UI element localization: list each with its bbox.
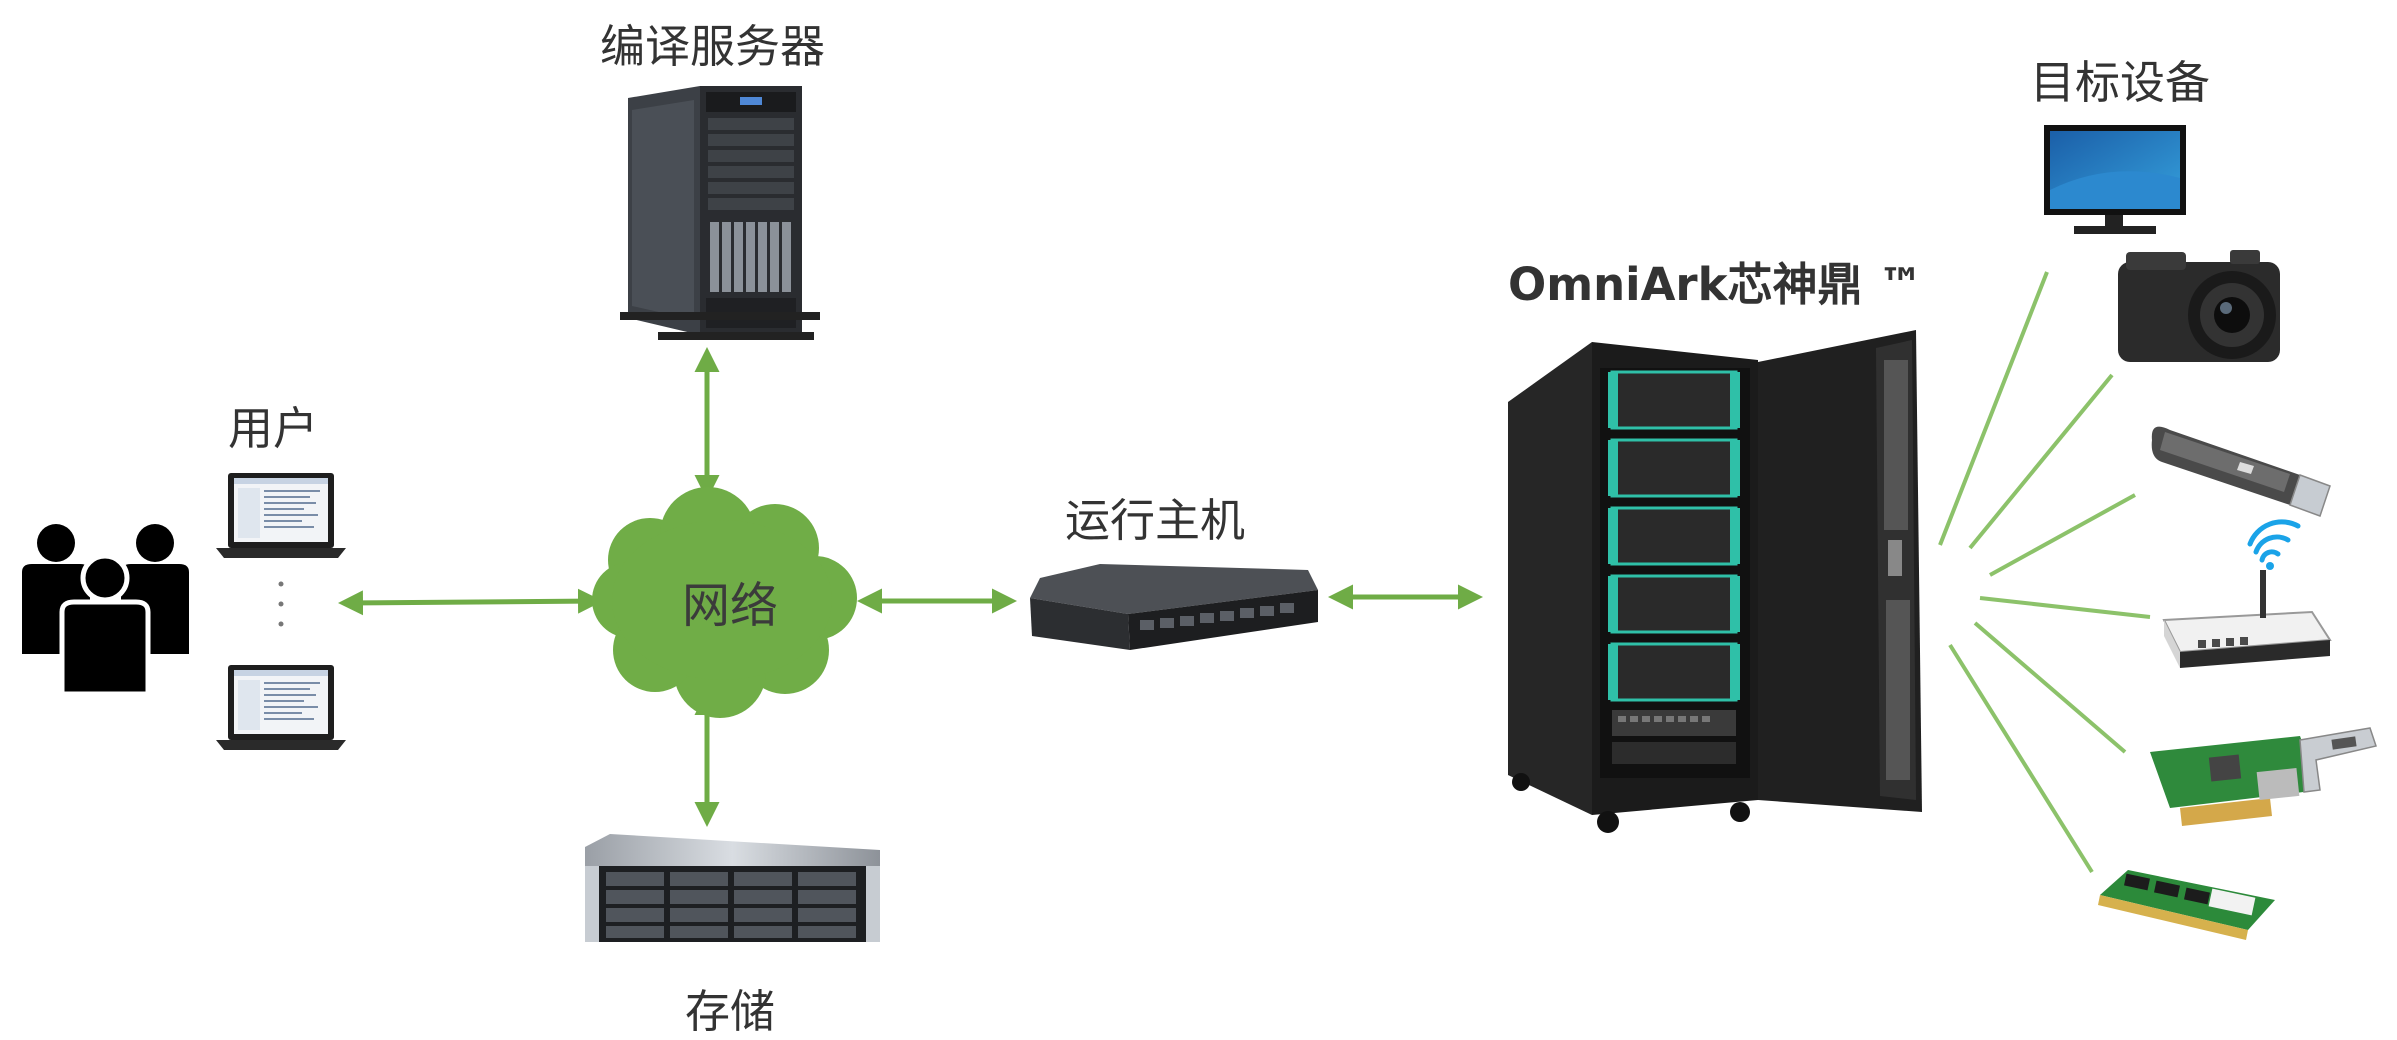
connector-users-network <box>338 588 603 616</box>
compile-server-label: 编译服务器 <box>600 20 826 73</box>
network-card-icon[interactable] <box>2150 727 2377 826</box>
laptop-ellipsis <box>278 581 284 627</box>
omniark-label: OmniArk芯神鼎 ™ <box>1508 258 1924 311</box>
rack-server-icon[interactable] <box>1030 564 1318 650</box>
people-group-icon <box>22 524 189 697</box>
storage-label: 存储 <box>685 985 776 1038</box>
network-cloud-icon <box>592 487 857 718</box>
laptop-icon[interactable] <box>216 665 346 750</box>
camera-icon[interactable] <box>2118 250 2280 362</box>
device-fan-lines <box>1938 271 2151 874</box>
users-label: 用户 <box>228 402 319 455</box>
rack-modules <box>1610 370 1738 702</box>
target-devices-label: 目标设备 <box>2030 56 2211 109</box>
server-cabinet-icon[interactable] <box>1508 330 1922 833</box>
monitor-icon[interactable] <box>2044 125 2186 234</box>
tower-server-icon[interactable] <box>620 86 820 340</box>
laptop-icon[interactable] <box>216 473 346 558</box>
run-host-label: 运行主机 <box>1065 494 1246 547</box>
storage-array-icon[interactable] <box>585 834 880 942</box>
wifi-router-icon[interactable] <box>2162 519 2332 668</box>
usb-drive-icon[interactable] <box>2151 426 2331 517</box>
memory-module-icon[interactable] <box>2098 870 2275 940</box>
network-label: 网络 <box>682 578 779 634</box>
